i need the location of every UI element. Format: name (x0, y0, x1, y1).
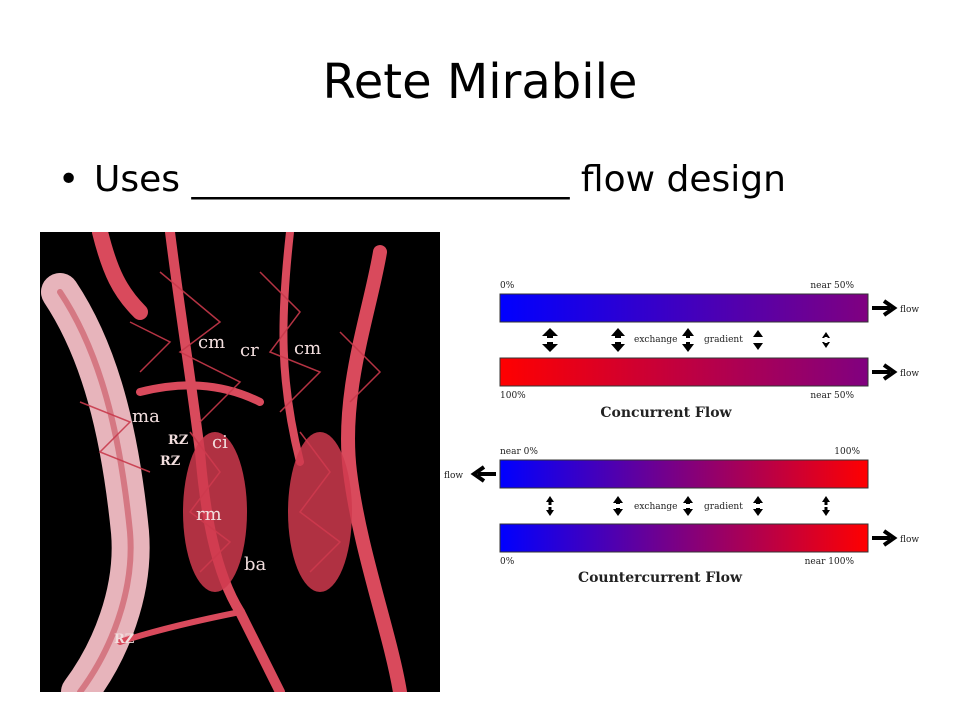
bullet-dot-icon: • (58, 159, 80, 200)
photo-label-ma: ma (132, 406, 160, 427)
counter-exchange-label: exchange (634, 502, 678, 512)
concurrent-bottom-bar (499, 357, 869, 387)
photo-label-ci: ci (212, 432, 228, 453)
counter-flow-label-1: flow (444, 471, 463, 481)
concurrent-top-left-label: 0% (500, 281, 515, 291)
counter-bottom-left-label: 0% (500, 557, 515, 567)
arrow-right-icon (872, 299, 898, 317)
photo-label-rm: rm (196, 504, 222, 525)
arrow-right-icon (872, 363, 898, 381)
concurrent-top-bar (499, 293, 869, 323)
counter-top-bar (499, 459, 869, 489)
flow-diagram-svg: 0% near 50% flow exchange gradient flow … (444, 281, 919, 586)
arrow-right-icon (872, 529, 898, 547)
concurrent-exchange-label: exchange (634, 335, 678, 345)
counter-bottom-right-label: near 100% (805, 557, 855, 567)
rete-right-network (288, 432, 352, 592)
photo-label-cm-right: cm (294, 338, 322, 359)
photo-label-cm: cm (198, 332, 226, 353)
concurrent-bottom-right-label: near 50% (810, 391, 854, 401)
photo-label-rz-2: RZ (160, 454, 181, 469)
arrow-left-icon (470, 465, 496, 483)
rete-left-network (183, 432, 247, 592)
vessel-cast-image (41, 232, 407, 692)
photo-label-ba: ba (244, 554, 267, 575)
bullet-item: • Uses _____________________ flow design (58, 162, 786, 198)
photo-label-cr: cr (240, 340, 259, 361)
bullet-text: Uses _____________________ flow design (94, 159, 786, 200)
concurrent-top-right-label: near 50% (810, 281, 854, 291)
counter-caption: Countercurrent Flow (578, 570, 743, 586)
exchange-arrows-counter (546, 496, 830, 516)
concurrent-flow-label-1: flow (900, 305, 919, 315)
counter-top-left-label: near 0% (500, 447, 538, 457)
concurrent-caption: Concurrent Flow (600, 405, 732, 421)
flow-diagram: 0% near 50% flow exchange gradient flow … (440, 270, 960, 600)
concurrent-flow-label-2: flow (900, 369, 919, 379)
concurrent-bottom-left-label: 100% (500, 391, 526, 401)
photo-label-rz-1: RZ (168, 433, 189, 448)
photo-label-rz-3: RZ (114, 632, 135, 647)
counter-flow-label-2: flow (900, 535, 919, 545)
counter-top-right-label: 100% (834, 447, 860, 457)
counter-gradient-label: gradient (704, 502, 743, 512)
slide-title: Rete Mirabile (322, 54, 638, 110)
concurrent-gradient-label: gradient (704, 335, 743, 345)
counter-bottom-bar (499, 523, 869, 553)
rete-mirabile-photo: cm cr cm ma RZ ci RZ rm ba RZ (40, 232, 440, 692)
exchange-arrows-concurrent (542, 328, 830, 352)
